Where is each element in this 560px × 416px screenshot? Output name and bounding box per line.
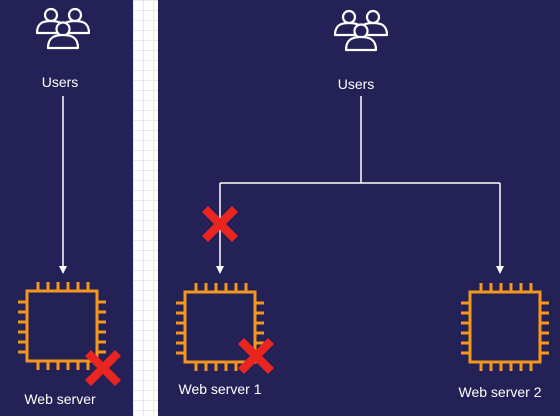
web-server-2-label: Web server 2 (458, 384, 542, 400)
ec2-instance-chip-icon (459, 281, 551, 373)
left-panel-single-server (0, 0, 133, 416)
users-label: Users (41, 74, 79, 90)
users-group-icon (333, 9, 389, 52)
web-server-1-label: Web server 1 (178, 381, 262, 397)
right-panel-two-servers (158, 0, 560, 416)
users-group-icon (35, 7, 91, 50)
failure-x-icon (85, 350, 121, 386)
web-server-label: Web server (24, 391, 96, 407)
users-label: Users (337, 76, 375, 92)
panel-divider-grid (133, 0, 158, 416)
